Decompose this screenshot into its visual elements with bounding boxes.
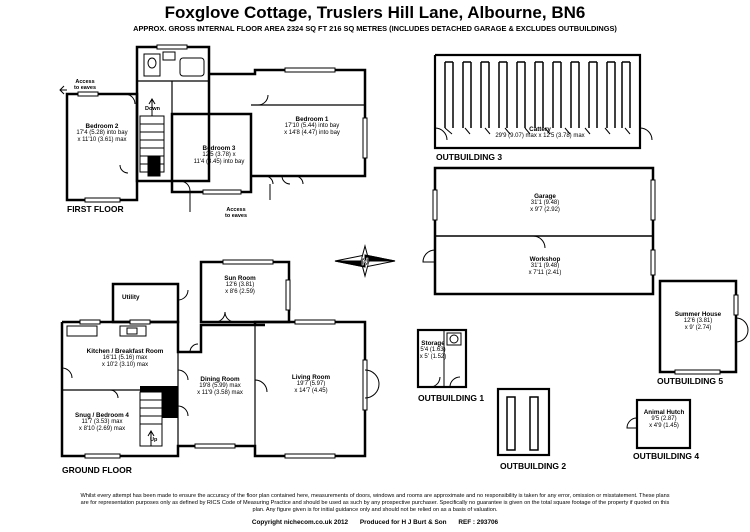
access-eaves-left-line-1: Access (75, 79, 95, 85)
bedroom-1-name: Bedroom 1 (295, 116, 329, 123)
bedroom-3-name: Bedroom 3 (202, 145, 236, 152)
garage-name: Garage (534, 193, 556, 200)
first-floor-walls (59, 44, 368, 212)
bedroom-2-name: Bedroom 2 (85, 123, 119, 130)
animal-hutch-outline (626, 398, 692, 450)
kitchen-dim-2: x 10'2 (3.10) max (101, 362, 149, 369)
dining-room-dim-2: x 11'9 (3.58) max (197, 390, 243, 397)
bedroom-3-dim-1: 12'5 (3.78) x (202, 152, 236, 159)
compass-rose (334, 244, 396, 278)
access-eaves-bottom-label: Access to eaves (222, 207, 250, 220)
animal-hutch-dim-2: x 4'9 (1.45) (649, 423, 679, 430)
outbuilding-2-heading: OUTBUILDING 2 (500, 461, 567, 471)
kitchen-name: Kitchen / Breakfast Room (86, 348, 164, 355)
sun-room-dim-2: x 8'6 (2.59) (225, 289, 255, 296)
storage-dim-1: 5'4 (1.63) (420, 347, 446, 354)
living-room-name: Living Room (291, 374, 331, 381)
sun-room-label: Sun Room 12'6 (3.81) x 8'6 (2.59) (210, 275, 270, 296)
dining-room-dim-1: 19'8 (5.99) max (199, 383, 241, 390)
produced-for-text: Produced for H J Burt & Son (359, 519, 447, 526)
summer-house-dim-1: 12'6 (3.81) (683, 318, 713, 325)
animal-hutch-dim-1: 9'5 (2.87) (651, 416, 677, 423)
garage-workshop-outline (422, 166, 656, 296)
kitchen-dim-1: 16'11 (5.16) max (102, 355, 148, 362)
dining-room-label: Dining Room 19'8 (5.99) max x 11'9 (3.58… (190, 376, 250, 397)
footer-credits: Copyright nichecom.co.uk 2012 Produced f… (0, 519, 750, 526)
summer-house-label: Summer House 12'6 (3.81) x 9' (2.74) (667, 311, 729, 332)
animal-hutch-label: Animal Hutch 9'5 (2.87) x 4'9 (1.45) (640, 409, 688, 430)
summer-house-outline (658, 279, 749, 375)
outbuilding-4-heading: OUTBUILDING 4 (633, 451, 700, 461)
dining-room-name: Dining Room (200, 376, 240, 383)
cattery-label: Cattery 29'9 (9.07) max x 12'5 (3.78) ma… (470, 126, 610, 140)
ground-floor-heading: GROUND FLOOR (62, 465, 132, 475)
cattery-outline (433, 53, 653, 150)
workshop-dim-2: x 7'11 (2.41) (528, 270, 562, 277)
outbuilding-3-heading: OUTBUILDING 3 (436, 152, 503, 162)
bedroom-3-label: Bedroom 3 12'5 (3.78) x 11'4 (3.45) into… (190, 145, 248, 166)
sun-room-name: Sun Room (224, 275, 256, 282)
outbuilding-5-heading: OUTBUILDING 5 (657, 376, 724, 386)
up-label: Up (150, 437, 158, 443)
storage-name: Storage (421, 340, 445, 347)
garage-dim-2: x 9'7 (2.92) (530, 207, 560, 214)
summer-house-dim-2: x 9' (2.74) (684, 325, 712, 332)
utility-label: Utility (122, 294, 140, 301)
living-room-dim-2: x 14'7 (4.45) (294, 388, 328, 395)
snug-label: Snug / Bedroom 4 11'7 (3.53) max x 8'10 … (70, 412, 134, 433)
living-room-dim-1: 19'7 (5.97) (296, 381, 326, 388)
storage-dim-2: x 5' (1.52) (419, 354, 447, 361)
sun-room-dim-1: 12'6 (3.81) (225, 282, 255, 289)
first-floor-heading: FIRST FLOOR (67, 204, 124, 214)
workshop-label: Workshop 31'1 (9.48) x 7'11 (2.41) (515, 256, 575, 277)
copyright-text: Copyright nichecom.co.uk 2012 (251, 519, 349, 526)
access-eaves-left-label: Access to eaves (74, 79, 96, 92)
snug-dim-1: 11'7 (3.53) max (81, 419, 123, 426)
ground-floor-walls (60, 259, 380, 459)
access-eaves-bottom-line-2: to eaves (224, 213, 247, 220)
kitchen-label: Kitchen / Breakfast Room 16'11 (5.16) ma… (80, 348, 170, 369)
animal-hutch-name: Animal Hutch (643, 409, 685, 416)
bedroom-1-label: Bedroom 1 17'10 (5.44) into bay x 14'8 (… (272, 116, 352, 137)
snug-name: Snug / Bedroom 4 (75, 412, 129, 419)
cattery-name: Cattery (529, 126, 551, 133)
bedroom-1-dim-2: x 14'8 (4.47) into bay (284, 130, 340, 137)
access-eaves-left-line-2: to eaves (74, 85, 97, 92)
compass-label: N (361, 257, 368, 268)
outbuilding-1-heading: OUTBUILDING 1 (418, 393, 485, 403)
bedroom-3-dim-2: 11'4 (3.45) into bay (193, 159, 245, 166)
down-label: Down (145, 106, 160, 112)
access-eaves-bottom-line-1: Access (226, 207, 246, 213)
cattery-dims: 29'9 (9.07) max x 12'5 (3.78) max (495, 133, 585, 140)
bedroom-1-dim-1: 17'10 (5.44) into bay (284, 123, 340, 130)
workshop-name: Workshop (529, 256, 561, 263)
bedroom-2-dim-1: 17'4 (5.28) into bay (76, 130, 128, 137)
garage-label: Garage 31'1 (9.48) x 9'7 (2.92) (515, 193, 575, 214)
bedroom-2-label: Bedroom 2 17'4 (5.28) into bay x 11'10 (… (72, 123, 132, 144)
storage-label: Storage 5'4 (1.63) x 5' (1.52) (418, 340, 448, 361)
snug-dim-2: x 8'10 (2.69) max (78, 426, 126, 433)
kennels-outline (496, 387, 551, 457)
page-title: Foxglove Cottage, Truslers Hill Lane, Al… (164, 3, 586, 22)
floor-area-subtitle: APPROX. GROSS INTERNAL FLOOR AREA 2324 S… (133, 24, 617, 33)
summer-house-name: Summer House (674, 311, 722, 318)
workshop-dim-1: 31'1 (9.48) (530, 263, 560, 270)
bedroom-2-dim-2: x 11'10 (3.61) max (77, 137, 127, 144)
reference-text: REF : 293706 (458, 519, 499, 526)
storage-outline (416, 328, 468, 389)
garage-dim-1: 31'1 (9.48) (530, 200, 560, 207)
living-room-label: Living Room 19'7 (5.97) x 14'7 (4.45) (284, 374, 338, 395)
disclaimer-text: Whilst every attempt has been made to en… (80, 493, 670, 513)
